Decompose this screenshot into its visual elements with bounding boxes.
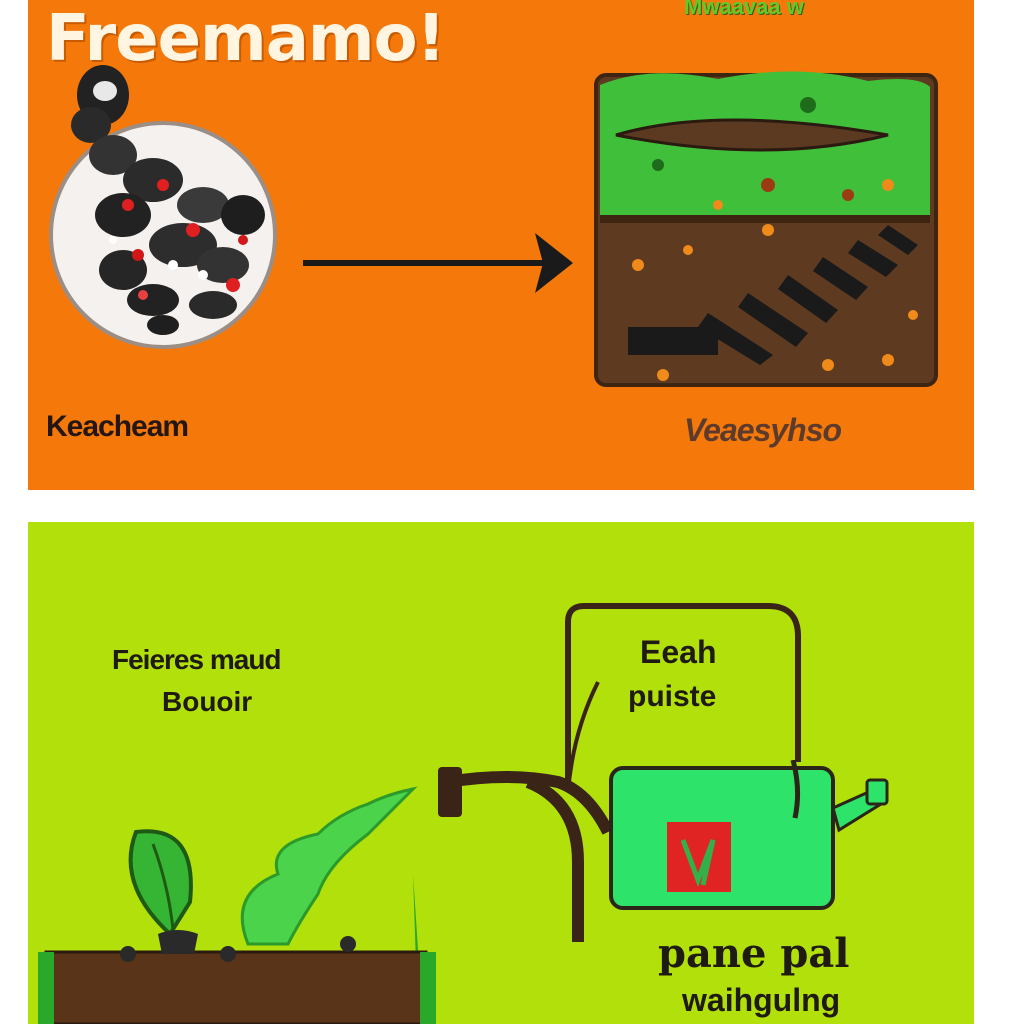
right-label: Veaesyhso [684, 412, 842, 448]
bottom-panel: Feieres maud Bouoir Eeah puiste pane pal… [28, 522, 974, 1024]
box-line-2: puiste [628, 680, 717, 713]
heading-line-2: Bouoir [162, 686, 253, 717]
left-label: Keacheam [46, 410, 189, 443]
box-line-1: Eeah [640, 634, 717, 670]
water-tank-icon [609, 760, 889, 910]
waste-bowl-icon [49, 65, 277, 349]
bottom-line-1: pane pal [658, 930, 850, 977]
heading-line-1: Feieres maud [112, 644, 282, 675]
planter-icon [38, 786, 436, 1024]
panel-title: Freemamo! [46, 2, 446, 76]
pipe-system-icon [438, 603, 801, 942]
corner-text: Mwaavaa w [684, 0, 804, 19]
top-panel: Freemamo! Mwaavaa w [28, 0, 974, 490]
process-arrow-icon [303, 233, 573, 293]
bottom-line-2: waihgulng [682, 982, 841, 1018]
compost-soil-icon [594, 71, 938, 387]
